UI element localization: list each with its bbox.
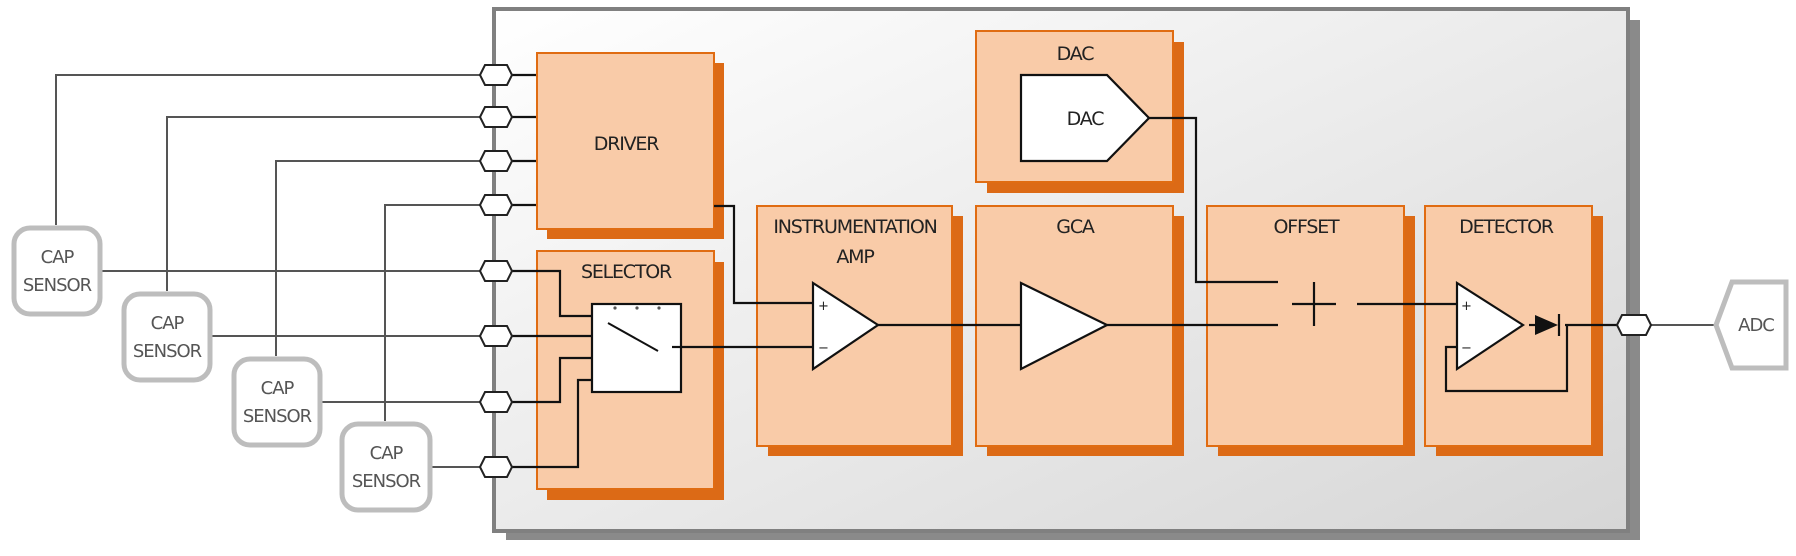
cap-sensor: CAP SENSOR	[339, 421, 433, 513]
port-drive-1	[478, 64, 514, 86]
io-ports	[478, 64, 1653, 478]
summing-junction-icon	[1292, 282, 1336, 326]
port-sense-1	[478, 260, 514, 282]
sensor-sense-wires	[100, 270, 480, 468]
port-stubs	[512, 73, 538, 207]
gca-amplifier-icon	[1019, 281, 1110, 371]
instrumentation-opamp: + −	[811, 280, 880, 372]
detector-label: DETECTOR	[1459, 216, 1554, 238]
selector-internals	[512, 269, 683, 469]
cap-sensor-line2: SENSOR	[243, 406, 312, 427]
port-output	[1615, 314, 1653, 336]
gca-label: GCA	[1056, 216, 1095, 238]
cap-sensor-line2: SENSOR	[352, 471, 421, 492]
driver-block: DRIVER	[536, 52, 724, 239]
adc-label: ADC	[1738, 315, 1774, 336]
instr-minus-sign: −	[818, 341, 829, 356]
cap-sensor-line2: SENSOR	[133, 341, 202, 362]
cap-sensor: CAP SENSOR	[11, 225, 103, 317]
driver-label: DRIVER	[594, 133, 659, 155]
sensor-drive-wires	[55, 74, 480, 421]
offset-label: OFFSET	[1274, 216, 1341, 238]
port-drive-3	[478, 150, 514, 172]
dac-symbol	[1019, 73, 1151, 163]
mux-switch	[590, 302, 683, 394]
cap-sensor-line1: CAP	[261, 378, 295, 399]
port-sense-2	[478, 325, 514, 347]
offset-block: OFFSET	[1206, 205, 1415, 456]
cap-sensor-line1: CAP	[151, 313, 185, 334]
selector-label: SELECTOR	[581, 261, 672, 283]
selector-block: SELECTOR	[536, 250, 724, 500]
cap-sensor-line1: CAP	[41, 247, 75, 268]
cap-sensor: CAP SENSOR	[121, 291, 213, 383]
dac-block-label: DAC	[1057, 43, 1095, 65]
diode-icon	[1535, 314, 1561, 336]
port-sense-3	[478, 391, 514, 413]
instrumentation-label-line2: AMP	[836, 246, 874, 268]
cap-sensor-line2: SENSOR	[23, 275, 92, 296]
port-drive-2	[478, 106, 514, 128]
instrumentation-label-line1: INSTRUMENTATION	[773, 216, 936, 238]
signal-wires	[681, 116, 1716, 393]
port-sense-4	[478, 456, 514, 478]
instr-plus-sign: +	[818, 299, 829, 314]
dac-block: DAC DAC	[975, 30, 1184, 193]
switch-arm	[607, 322, 659, 352]
adc-connector: ADC	[1713, 279, 1789, 371]
detector-plus-sign: +	[1461, 299, 1472, 314]
cap-sensor-line1: CAP	[370, 443, 404, 464]
port-drive-4	[478, 194, 514, 216]
detector-minus-sign: −	[1461, 341, 1472, 356]
cap-sensor: CAP SENSOR	[231, 356, 323, 448]
detector-opamp: + −	[1455, 280, 1526, 372]
dac-symbol-label: DAC	[1067, 108, 1105, 130]
